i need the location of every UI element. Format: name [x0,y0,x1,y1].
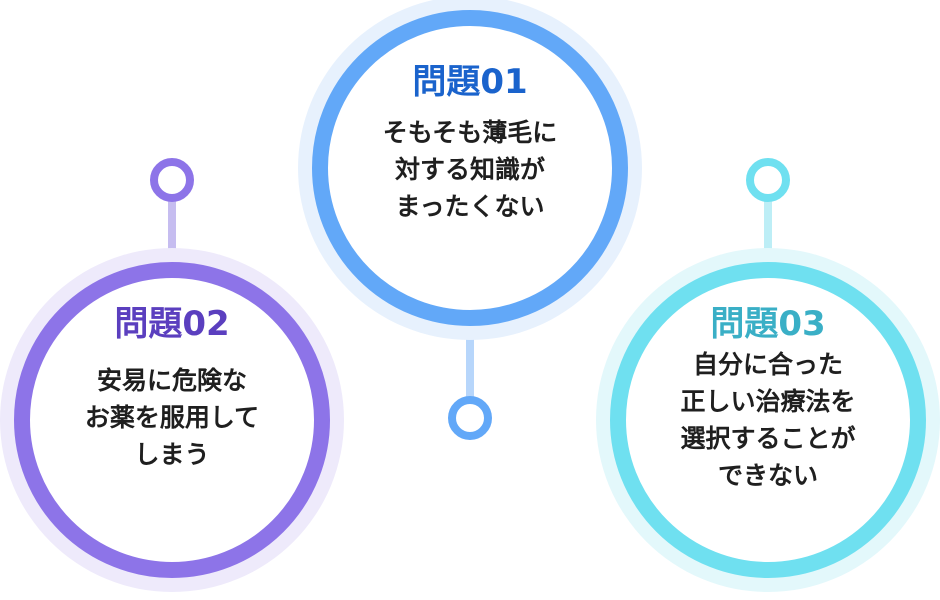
problem-03-line-3: 選択することが [680,424,856,453]
problem-03-ring [610,262,926,578]
problem-01-line-3: まったくない [395,192,545,221]
problem-02-line-3: しまう [134,440,210,469]
problem-02-line-2: お薬を服用して [84,403,260,432]
problem-03-title: 問題03 [710,304,826,344]
problem-02-ring [14,262,330,578]
problem-03-line-1: 自分に合った [692,350,843,379]
problem-01-ring [312,10,628,326]
problem-03-content: 問題03 自分に合った 正しい治療法を 選択することが できない [618,304,918,494]
problem-03-line-4: できない [717,461,818,490]
problem-02-title: 問題02 [114,304,230,344]
problem-02-circle [0,248,344,592]
problem-02-content: 問題02 安易に危険な お薬を服用して しまう [22,304,322,473]
problem-01-title: 問題01 [412,62,528,102]
connector-node-center [448,396,492,440]
problem-01-circle [298,0,642,340]
problem-01-content: 問題01 そもそも薄毛に 対する知識が まったくない [320,62,620,225]
problem-01-line-2: 対する知識が [394,155,545,184]
problem-03-circle [596,248,940,592]
problem-02-line-1: 安易に危険な [96,366,247,395]
connector-node-right [746,158,790,202]
connector-node-left [150,158,194,202]
problem-01-line-1: そもそも薄毛に [382,118,558,147]
problem-03-line-2: 正しい治療法を [680,387,856,416]
